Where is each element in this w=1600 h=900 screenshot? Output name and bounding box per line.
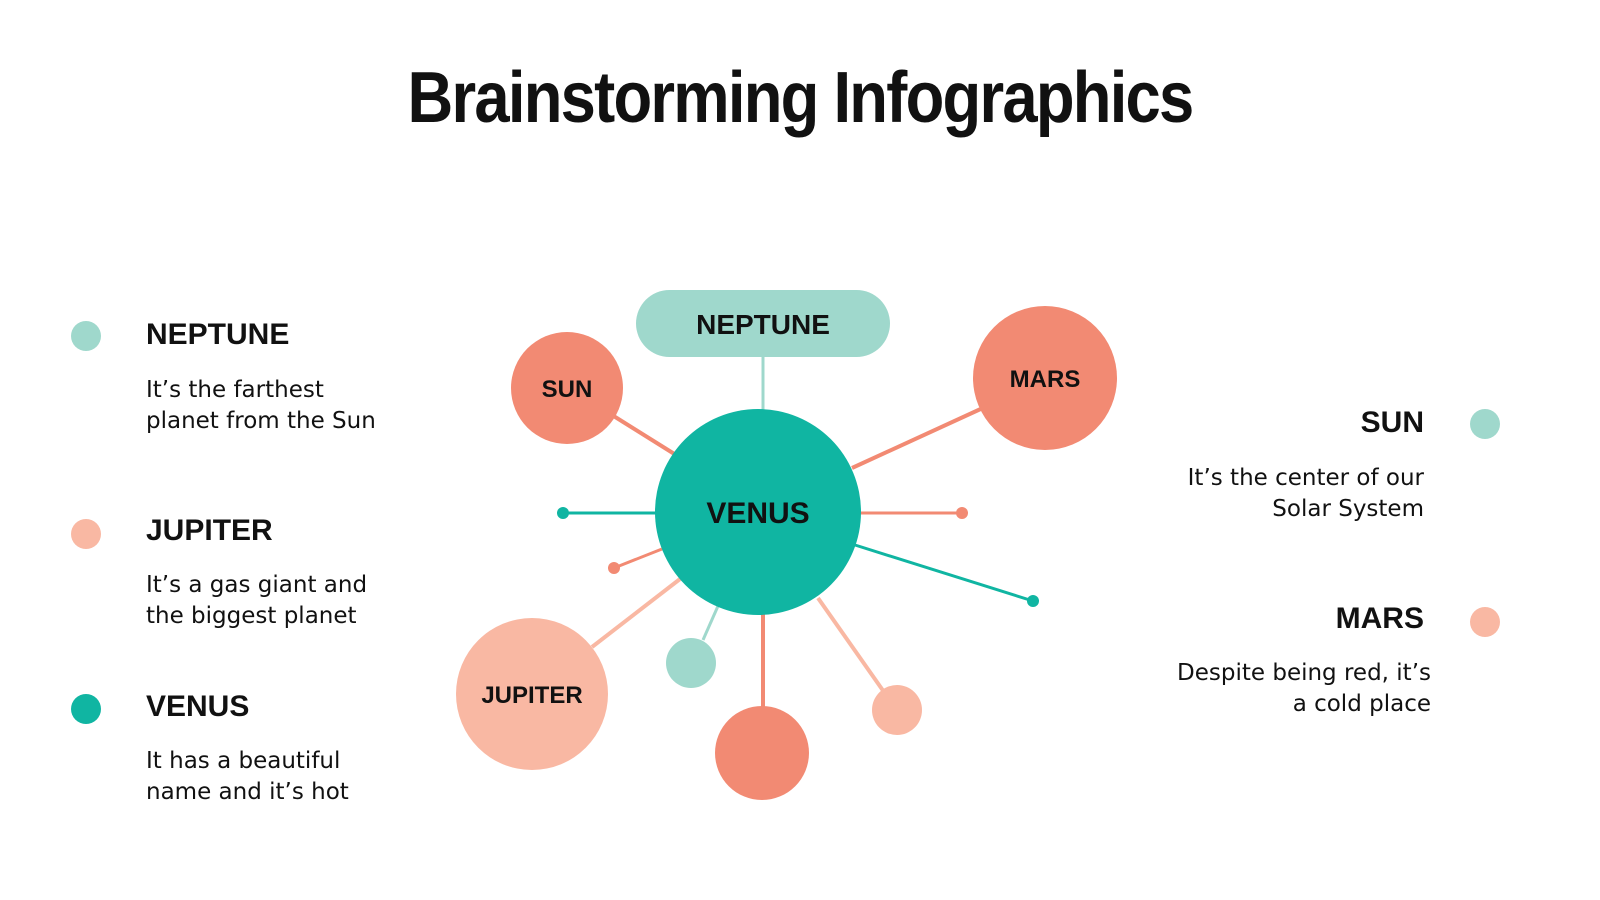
connector-sun	[610, 413, 678, 457]
node-label-neptune: NEPTUNE	[696, 309, 830, 340]
node-bottom-salmon	[715, 706, 809, 800]
legend-heading-sun: SUN	[1360, 406, 1424, 439]
node-venus	[655, 409, 861, 615]
connector-left-salmon	[613, 547, 663, 570]
endpoint-dot-left-teal	[557, 507, 569, 519]
legend-dot-venus	[71, 694, 101, 724]
connector-right-teal	[854, 543, 1034, 603]
legend-dot-sun	[1470, 409, 1500, 439]
legend-dot-jupiter	[71, 519, 101, 549]
node-label-sun: SUN	[542, 376, 593, 403]
legend-description-mars: Despite being red, it’s a cold place	[1177, 660, 1431, 717]
node-mars	[973, 306, 1117, 450]
node-neptune	[636, 290, 890, 357]
connector-small-peach	[816, 596, 886, 694]
legend-dot-neptune	[71, 321, 101, 351]
legend-description-neptune: It’s the farthest planet from the Sun	[146, 377, 376, 434]
node-jupiter	[456, 618, 608, 770]
node-label-venus: VENUS	[706, 497, 809, 530]
node-sun	[511, 332, 623, 444]
node-label-mars: MARS	[1010, 366, 1081, 393]
node-small-peach	[872, 685, 922, 735]
endpoint-dot-left-salmon	[608, 562, 620, 574]
node-label-jupiter: JUPITER	[481, 682, 582, 709]
endpoint-dot-right-salmon	[956, 507, 968, 519]
legend-description-venus: It has a beautiful name and it’s hot	[146, 748, 349, 805]
page-title: Brainstorming Infographics	[407, 58, 1194, 138]
connector-jupiter	[590, 577, 682, 649]
legend-heading-mars: MARS	[1335, 602, 1424, 635]
legend-description-sun: It’s the center of our Solar System	[1187, 465, 1424, 522]
connector-mars	[851, 405, 986, 470]
connector-small-teal	[701, 605, 720, 641]
legend-heading-venus: VENUS	[146, 690, 250, 723]
legend-heading-neptune: NEPTUNE	[146, 318, 290, 351]
legend-description-jupiter: It’s a gas giant and the biggest planet	[146, 572, 368, 629]
endpoint-dot-right-teal	[1027, 595, 1039, 607]
legend-dot-mars	[1470, 607, 1500, 637]
node-small-teal	[666, 638, 716, 688]
legend-heading-jupiter: JUPITER	[146, 514, 273, 547]
